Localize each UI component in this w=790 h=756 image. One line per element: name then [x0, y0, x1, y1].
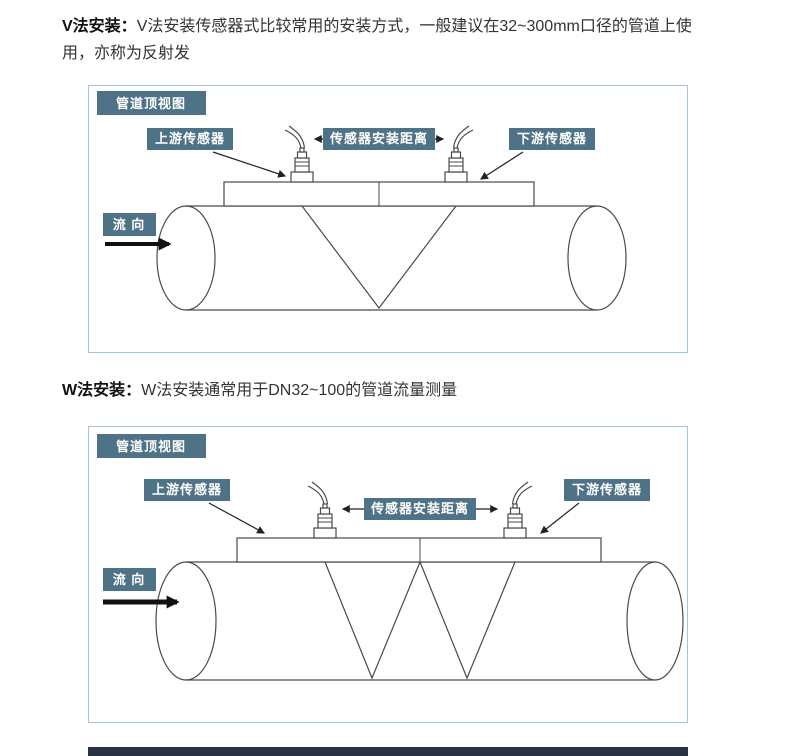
- distance-label: 传感器安装距离: [323, 128, 435, 150]
- pipe: [156, 205, 627, 311]
- upstream-label-text: 上游传感器: [152, 482, 222, 497]
- flow-label-text: 流 向: [113, 217, 146, 232]
- upstream-pointer-arrow: [212, 151, 287, 178]
- v-method-body: V法安装传感器式比较常用的安装方式，一般建议在32~300mm口径的管道上使用，…: [62, 18, 692, 62]
- v-method-drawing: 管道顶视图 上游传感器 传感器安装距离 下游传感器 流 向: [97, 91, 627, 311]
- downstream-sensor: [444, 125, 474, 183]
- upstream-sensor: [284, 125, 314, 183]
- v-method-diagram: 管道顶视图 上游传感器 传感器安装距离 下游传感器 流 向: [88, 85, 688, 353]
- pipe: [155, 561, 684, 681]
- upstream-sensor-label: 上游传感器: [147, 128, 287, 178]
- distance-label-text: 传感器安装距离: [329, 131, 428, 146]
- v-method-heading: V法安装：: [62, 18, 137, 35]
- w-signal-path: [324, 560, 516, 680]
- downstream-pointer-arrow: [479, 151, 524, 180]
- distance-label-text: 传感器安装距离: [370, 501, 469, 516]
- upstream-pointer-arrow: [208, 502, 266, 534]
- downstream-sensor-label: 下游传感器: [540, 479, 650, 534]
- flow-label-text: 流 向: [113, 572, 146, 587]
- distance-label: 传感器安装距离: [364, 498, 476, 520]
- upstream-sensor-label: 上游传感器: [144, 479, 266, 534]
- mounting-rail: [236, 537, 602, 563]
- w-method-heading: W法安装：: [62, 382, 142, 399]
- w-method-drawing: 管道顶视图 上游传感器 传感器安装距离 下游传感器 流 向: [97, 434, 684, 681]
- flow-direction-label: 流 向: [103, 213, 172, 251]
- downstream-sensor: [503, 481, 533, 539]
- downstream-label-text: 下游传感器: [517, 131, 587, 146]
- upstream-sensor: [307, 481, 337, 539]
- diagram-title-label: 管道顶视图: [97, 91, 206, 115]
- diagram-title: 管道顶视图: [116, 96, 186, 111]
- w-method-intro: W法安装：W法安装通常用于DN32~100的管道流量测量: [62, 377, 714, 404]
- flow-direction-label: 流 向: [103, 568, 180, 609]
- downstream-sensor-label: 下游传感器: [479, 128, 595, 180]
- upstream-label-text: 上游传感器: [155, 131, 225, 146]
- downstream-label-text: 下游传感器: [572, 482, 642, 497]
- diagram-title: 管道顶视图: [116, 439, 186, 454]
- next-section-edge: [88, 747, 688, 756]
- downstream-pointer-arrow: [540, 502, 580, 534]
- v-signal-path: [301, 205, 457, 309]
- mounting-rail: [223, 181, 535, 207]
- diagram-title-label: 管道顶视图: [97, 434, 206, 458]
- w-method-diagram: 管道顶视图 上游传感器 传感器安装距离 下游传感器 流 向: [88, 426, 688, 723]
- v-method-intro: V法安装：V法安装传感器式比较常用的安装方式，一般建议在32~300mm口径的管…: [62, 13, 714, 67]
- w-method-body: W法安装通常用于DN32~100的管道流量测量: [141, 382, 458, 399]
